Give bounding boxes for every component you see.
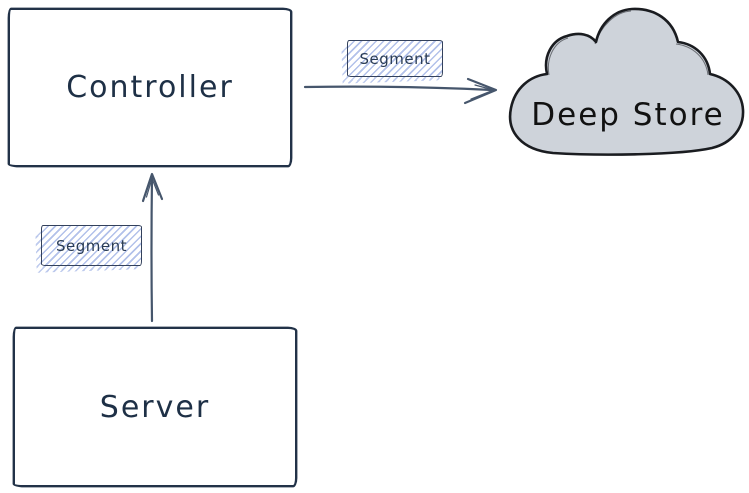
arrow-shaft xyxy=(150,174,154,323)
deep-store-cloud-sketch-stroke xyxy=(547,10,709,76)
node-deep-store-label: Deep Store xyxy=(531,97,725,133)
edge-label-server-to-controller: Segment xyxy=(35,225,142,273)
node-server: Server xyxy=(13,327,297,487)
segment-label-text: Segment xyxy=(56,236,127,255)
arrow-head xyxy=(141,172,164,203)
deep-store-cloud-shape xyxy=(508,7,745,156)
segment-label-box: Segment xyxy=(41,225,142,266)
arrow-server-to-controller xyxy=(141,172,164,323)
node-controller: Controller xyxy=(8,8,292,167)
arrow-head-sketch xyxy=(145,177,160,198)
edge-label-controller-to-deepstore: Segment xyxy=(341,40,443,84)
arrow-head xyxy=(463,77,498,105)
segment-label-box: Segment xyxy=(347,40,443,77)
node-server-label: Server xyxy=(99,389,211,425)
segment-label-text: Segment xyxy=(359,49,431,68)
arrow-shaft xyxy=(303,85,494,92)
node-controller-label: Controller xyxy=(66,70,234,105)
arrow-head-sketch xyxy=(470,84,495,100)
arrow-controller-to-deepstore xyxy=(303,77,498,105)
